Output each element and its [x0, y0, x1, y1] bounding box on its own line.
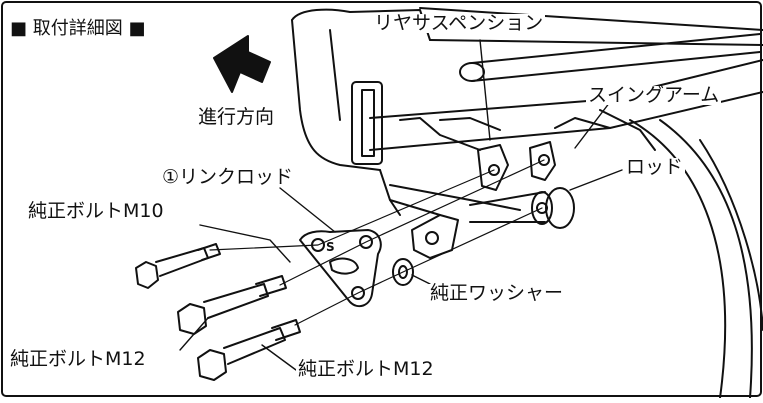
label-rear-suspension: リヤサスペンション [372, 12, 546, 34]
plate-mark: S [326, 240, 335, 254]
bolt-m12-bottom-drawing [197, 319, 301, 381]
label-bolt-m10: 純正ボルトM10 [26, 200, 166, 222]
label-rod: ロッド [624, 156, 686, 178]
rear-wheel-drawing [629, 119, 763, 399]
label-direction: 進行方向 [196, 106, 277, 128]
label-swing-arm: スイングアーム [586, 84, 722, 106]
rear-suspension-drawing [291, 8, 501, 216]
washer-drawing [392, 258, 414, 286]
label-washer: 純正ワッシャー [428, 282, 566, 304]
bolt-m10-drawing [135, 243, 221, 289]
label-link-rod: ①リンクロッド [160, 166, 296, 188]
label-bolt-m12-left: 純正ボルトM12 [8, 348, 148, 370]
bolt-m12-left-drawing [177, 275, 287, 335]
link-rod-plate-drawing [299, 229, 382, 308]
rod-drawing [469, 187, 575, 229]
leader-lines [179, 39, 623, 371]
alignment-lines [209, 159, 545, 326]
label-bolt-m12-bottom: 純正ボルトM12 [296, 358, 436, 380]
figure-title: ■ 取付詳細図 ■ [8, 18, 148, 39]
direction-arrow-icon [213, 35, 271, 93]
